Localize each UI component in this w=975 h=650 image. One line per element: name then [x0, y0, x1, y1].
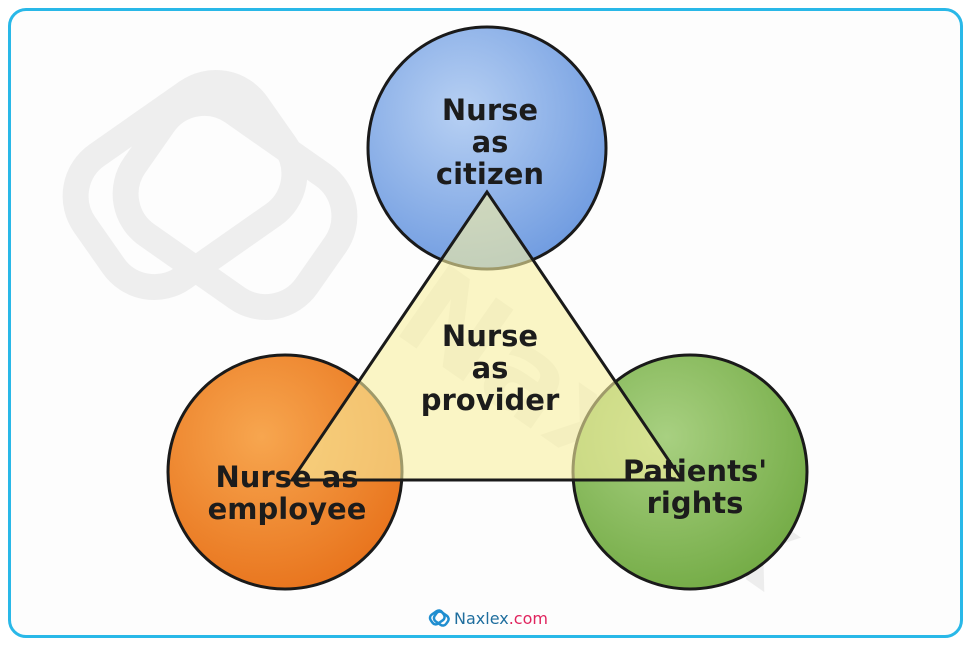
footer-domain: .com [508, 608, 548, 628]
footer-brand: Naxlex [454, 608, 509, 628]
label-nurse-as-employee: Nurse as employee [207, 460, 367, 526]
triangle-provider [289, 189, 685, 482]
watermark-logo [62, 69, 358, 321]
label-nurse-as-citizen: Nurse as citizen [435, 93, 545, 191]
footer-logo: Naxlex.com [428, 607, 548, 629]
label-patients-rights: Patients' rights [622, 454, 768, 520]
label-nurse-as-provider: Nurse as provider [420, 319, 560, 417]
naxlex-logo-icon [428, 609, 450, 627]
